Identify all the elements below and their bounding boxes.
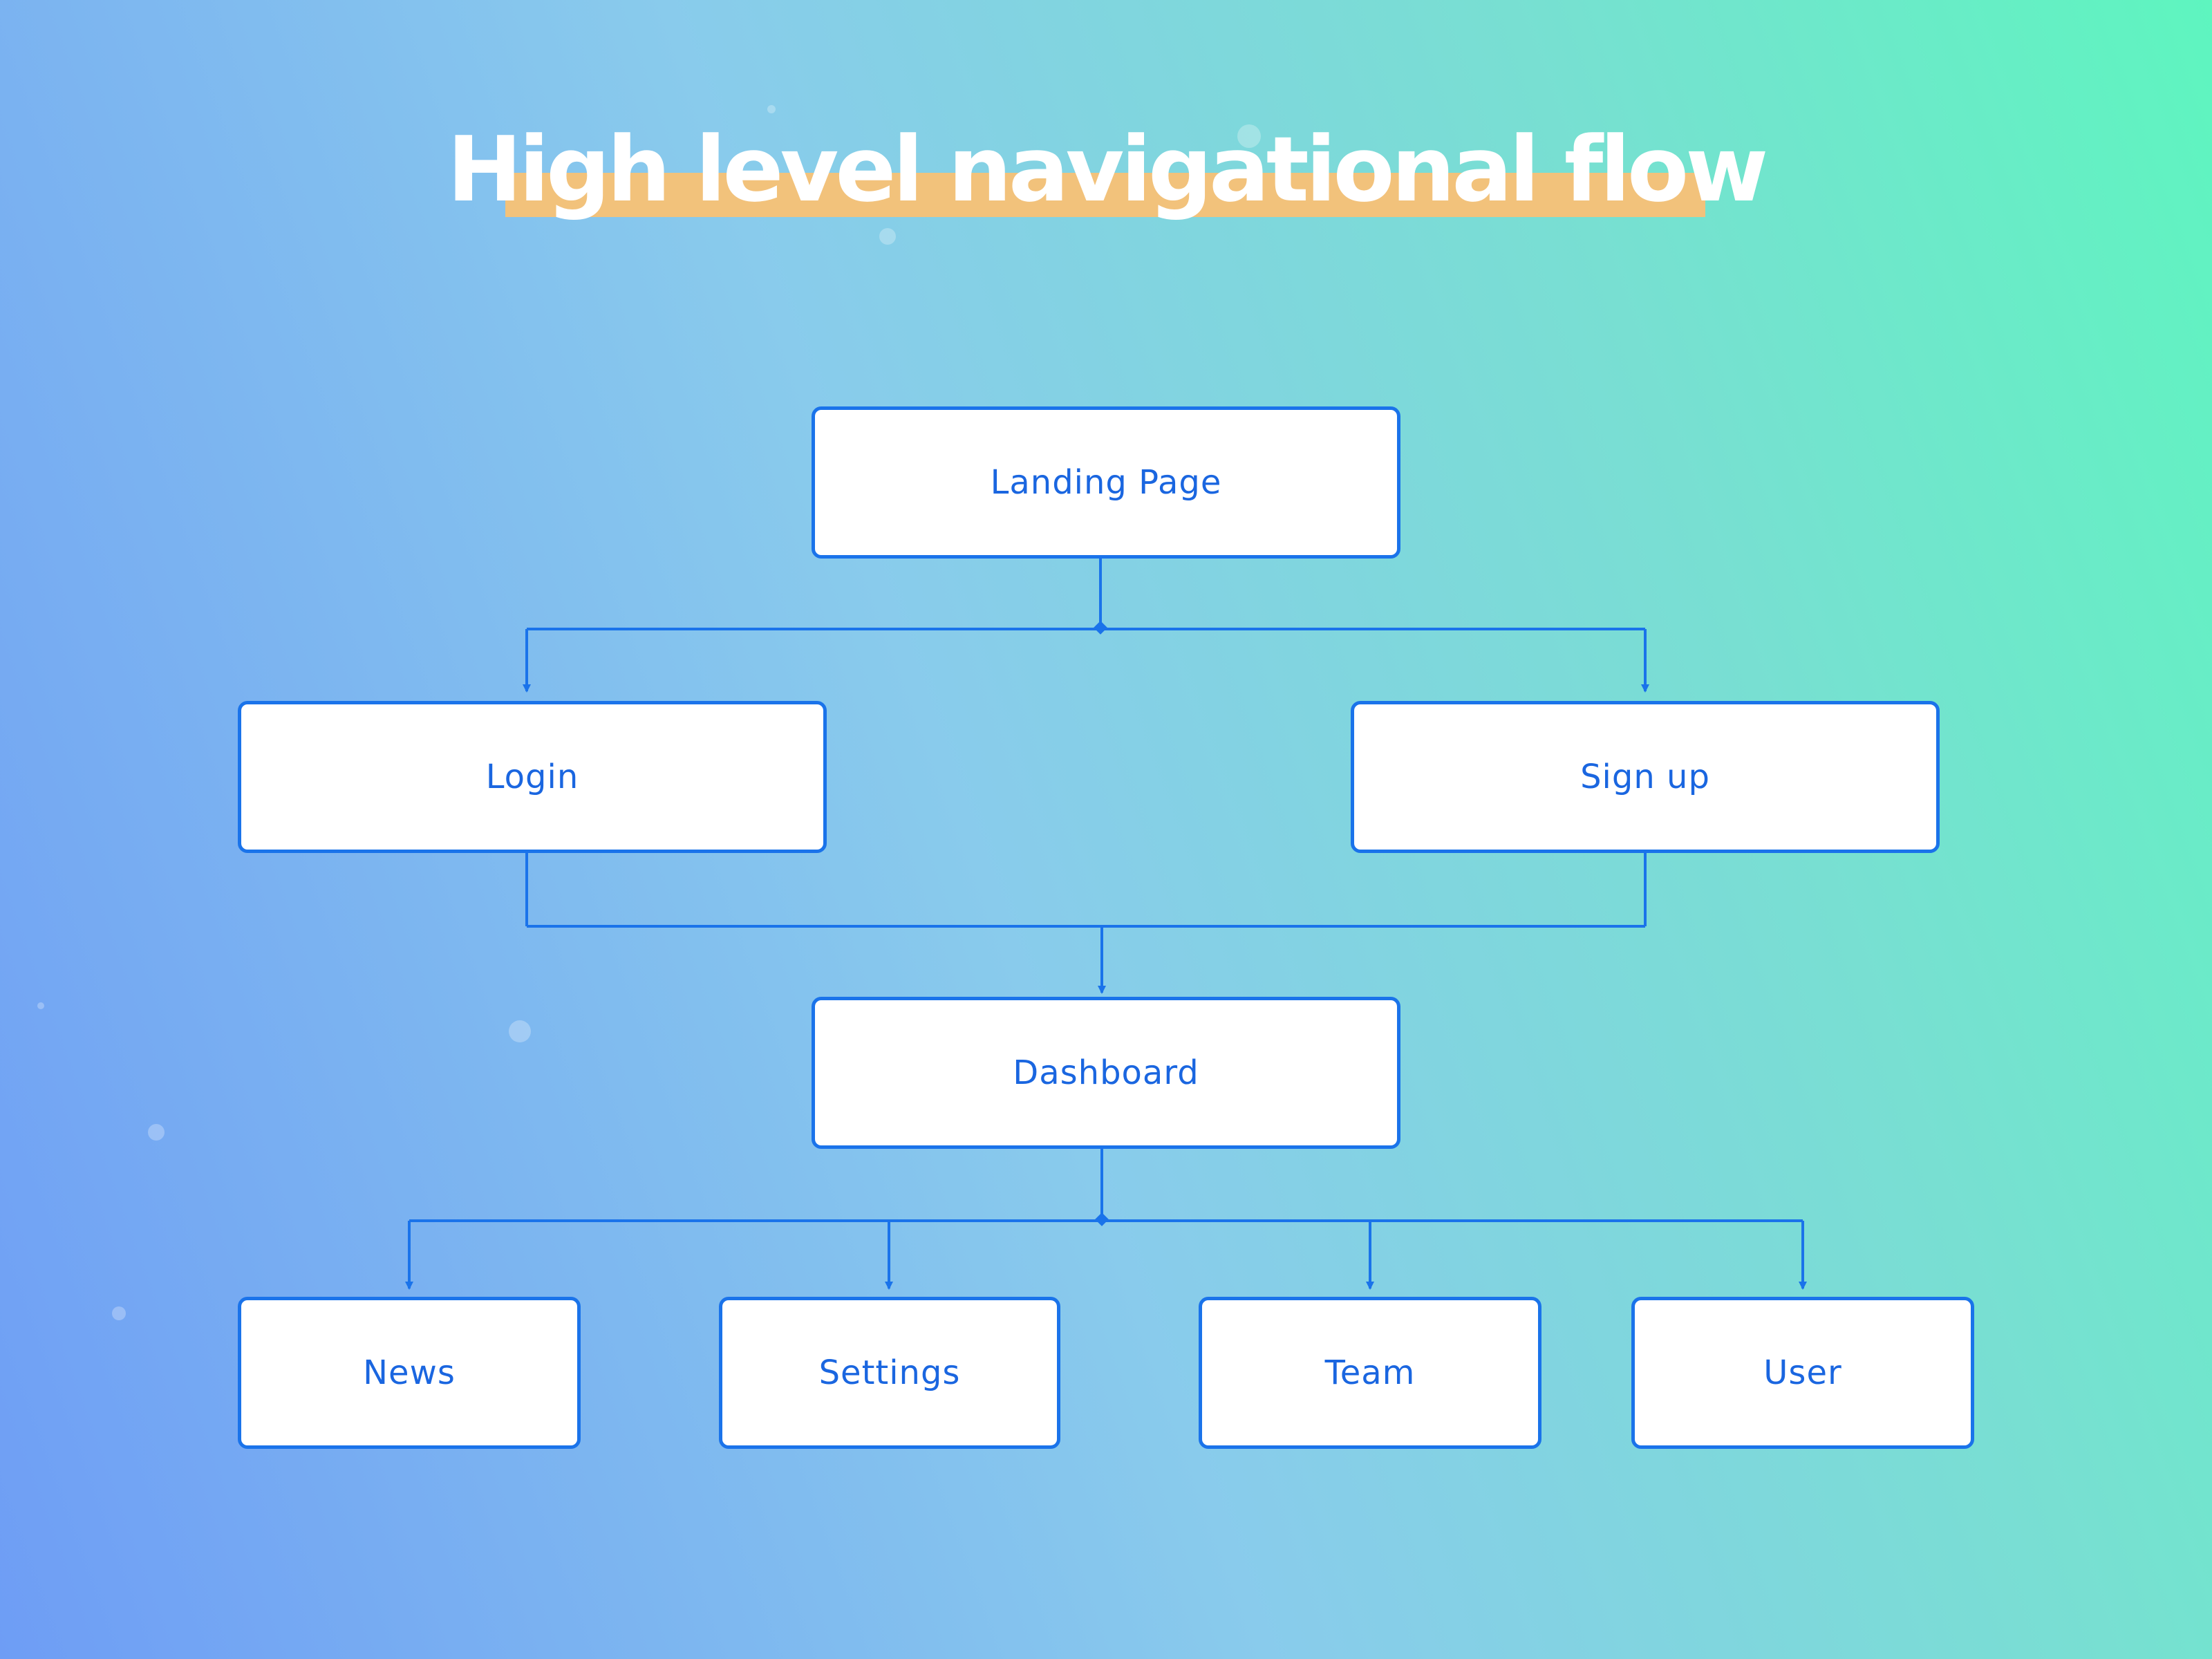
- node-news[interactable]: News: [238, 1297, 581, 1449]
- background-dot: [148, 1124, 165, 1141]
- background-dot: [1237, 124, 1261, 148]
- background-dot: [879, 228, 896, 245]
- background-dot: [509, 1020, 531, 1042]
- junction-diamond: [1094, 621, 1107, 635]
- diagram-title: High level navigational flow: [447, 117, 1769, 222]
- node-login[interactable]: Login: [238, 701, 827, 853]
- node-team[interactable]: Team: [1199, 1297, 1541, 1449]
- junction-diamond: [1095, 1212, 1109, 1226]
- background-dot: [37, 1002, 44, 1009]
- background-dot: [767, 105, 776, 113]
- title-block: High level navigational flow: [0, 104, 2212, 242]
- background-dot: [112, 1306, 126, 1320]
- node-user[interactable]: User: [1631, 1297, 1974, 1449]
- title-highlight: [505, 173, 1705, 217]
- node-landing-page[interactable]: Landing Page: [812, 406, 1400, 559]
- node-sign-up[interactable]: Sign up: [1351, 701, 1940, 853]
- node-dashboard[interactable]: Dashboard: [812, 997, 1400, 1149]
- node-settings[interactable]: Settings: [719, 1297, 1060, 1449]
